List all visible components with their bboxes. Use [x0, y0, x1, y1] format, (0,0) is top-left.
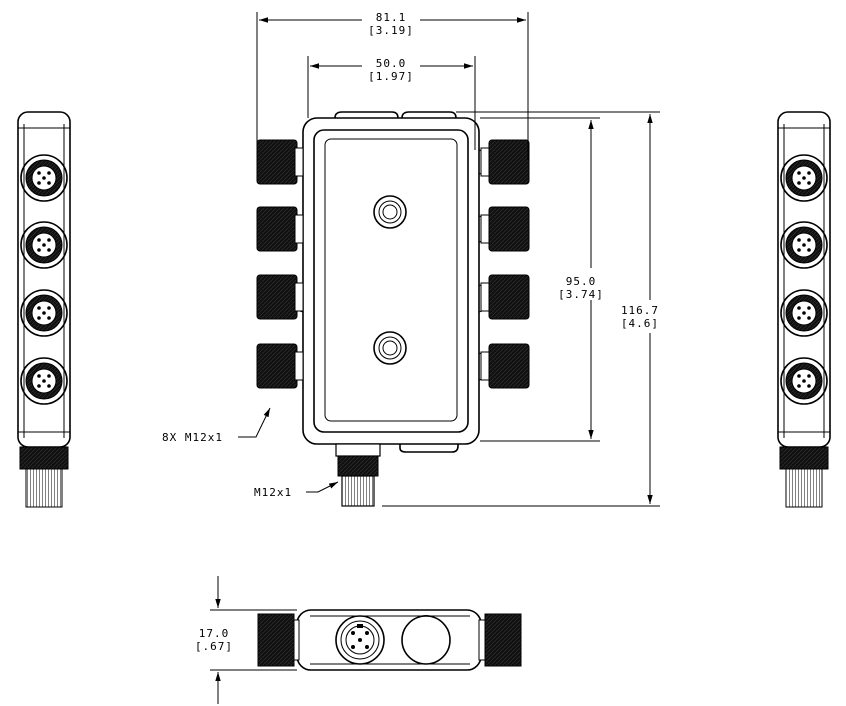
port-spacing-mm: 50.0 [376, 57, 407, 70]
top-tab-left [334, 111, 399, 119]
left-port-connectors [256, 139, 304, 389]
overall-height-in: [4.6] [621, 317, 659, 330]
port-connector-left-3 [256, 274, 304, 320]
label-panel [324, 138, 458, 422]
side-m12-socket-1 [780, 154, 828, 202]
front-view [256, 111, 530, 507]
side-view-right [777, 111, 831, 508]
dimension-overall-height: 116.7 [4.6] [382, 111, 660, 507]
side-homerun-connector [779, 446, 829, 508]
right-port-bosses [478, 149, 486, 381]
enclosure-rim [313, 129, 469, 433]
bottom-m12-socket [335, 615, 385, 665]
body-height-in: [3.74] [558, 288, 604, 301]
bottom-view [257, 609, 522, 671]
port-spacing-in: [1.97] [368, 70, 414, 83]
port-connector-right-1 [480, 139, 530, 185]
mounting-hole-top [373, 195, 407, 229]
bottom-body [296, 609, 482, 671]
ports-callout-text: 8X M12x1 [162, 431, 223, 444]
port-connector-right-4 [480, 343, 530, 389]
left-port-bosses [296, 149, 304, 381]
dimension-thickness: 17.0 [.67] [195, 576, 297, 704]
side-m12-socket-3 [20, 289, 68, 337]
mounting-hole-bottom [373, 331, 407, 365]
side-homerun-connector [19, 446, 69, 508]
thickness-in: [.67] [195, 640, 233, 653]
side-m12-socket-2 [780, 221, 828, 269]
bottom-body-edges [310, 615, 470, 665]
body-height-mm: 95.0 [566, 275, 597, 288]
top-tab-right [401, 111, 457, 119]
port-connector-right-2 [480, 206, 530, 252]
right-port-connectors [480, 139, 530, 389]
side-m12-socket-1 [20, 154, 68, 202]
dimension-body-height: 95.0 [3.74] [480, 117, 604, 442]
side-body-edges [23, 124, 65, 438]
bottom-tab [399, 440, 459, 453]
side-m12-socket-2 [20, 221, 68, 269]
bottom-cap [401, 615, 451, 665]
homerun-callout-text: M12x1 [254, 486, 292, 499]
bottom-connector-left [257, 613, 295, 667]
port-connector-left-2 [256, 206, 304, 252]
port-connector-right-3 [480, 274, 530, 320]
side-body-edges [783, 124, 825, 438]
side-m12-socket-4 [20, 357, 68, 405]
side-m12-socket-3 [780, 289, 828, 337]
port-connector-left-1 [256, 139, 304, 185]
dimension-overall-width: 81.1 [3.19] [256, 11, 529, 160]
port-connector-left-4 [256, 343, 304, 389]
callout-homerun: M12x1 [254, 481, 339, 499]
overall-height-mm: 116.7 [621, 304, 659, 317]
side-m12-socket-4 [780, 357, 828, 405]
callout-ports: 8X M12x1 [162, 407, 271, 444]
enclosure-body [302, 117, 480, 445]
overall-width-mm: 81.1 [376, 11, 407, 24]
thickness-mm: 17.0 [199, 627, 230, 640]
homerun-connector [335, 443, 381, 507]
dimension-port-spacing: 50.0 [1.97] [307, 56, 476, 150]
bottom-connector-right [484, 613, 522, 667]
overall-width-in: [3.19] [368, 24, 414, 37]
side-view-left [17, 111, 71, 508]
